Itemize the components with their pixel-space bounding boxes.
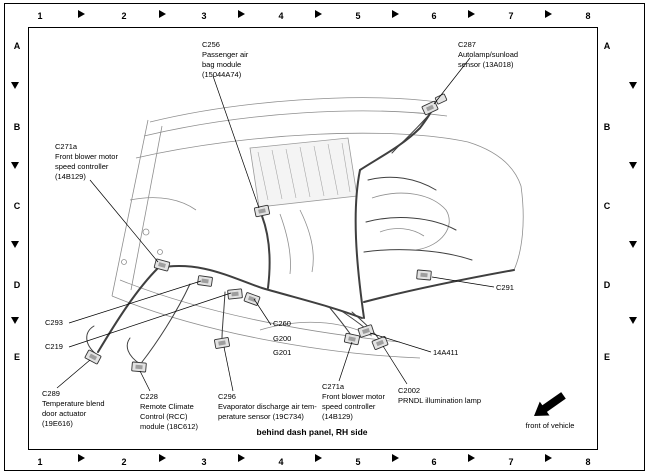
connector-c260: [243, 292, 261, 306]
zone-col-8-bottom: 8: [585, 457, 591, 467]
zone-col-4-top: 4: [278, 11, 284, 21]
page-outer-border: [4, 3, 645, 471]
connector-c271a-left: [153, 258, 171, 272]
zone-marker: [545, 454, 552, 462]
zone-row-a-right: A: [603, 41, 611, 51]
zone-col-7-top: 7: [508, 11, 514, 21]
zone-marker: [11, 241, 19, 248]
zone-col-2-bottom: 2: [121, 457, 127, 467]
zone-marker: [238, 454, 245, 462]
zone-marker: [11, 82, 19, 89]
callout-c228: C228 Remote Climate Control (RCC) module…: [140, 392, 198, 431]
zone-row-e-left: E: [13, 352, 21, 362]
diagram-caption: behind dash panel, RH side: [256, 427, 368, 437]
zone-marker: [11, 162, 19, 169]
zone-row-b-left: B: [13, 122, 21, 132]
connector-c219: [227, 288, 243, 300]
zone-marker: [315, 10, 322, 18]
zone-col-5-top: 5: [355, 11, 361, 21]
zone-col-3-top: 3: [201, 11, 207, 21]
zone-col-5-bottom: 5: [355, 457, 361, 467]
connector-c296: [214, 337, 230, 349]
zone-col-2-top: 2: [121, 11, 127, 21]
zone-marker: [468, 10, 475, 18]
connector-c228: [131, 361, 147, 373]
callout-c256: C256 Passenger air bag module (15044A74): [202, 40, 249, 79]
front-of-vehicle-label: front of vehicle: [525, 421, 575, 430]
zone-col-6-bottom: 6: [431, 457, 437, 467]
zone-row-d-right: D: [603, 280, 611, 290]
callout-c291: C291: [496, 283, 514, 292]
zone-marker: [392, 10, 399, 18]
zone-marker: [629, 241, 637, 248]
callout-c293: C293: [45, 318, 63, 327]
zone-marker: [545, 10, 552, 18]
callout-c2002: C2002 PRNDL illumination lamp: [398, 386, 482, 405]
connector-c289: [84, 349, 102, 365]
zone-col-1-top: 1: [37, 11, 43, 21]
zone-marker: [238, 10, 245, 18]
zone-col-1-bottom: 1: [37, 457, 43, 467]
callout-c296: C296 Evaporator discharge air tem- perat…: [218, 392, 317, 421]
callout-c289: C289 Temperature blend door actuator (19…: [42, 389, 105, 428]
connector-c293: [197, 275, 213, 287]
zone-row-c-left: C: [13, 201, 21, 211]
callout-14a411: 14A411: [433, 348, 459, 357]
zone-marker: [468, 454, 475, 462]
zone-marker: [315, 454, 322, 462]
zone-row-e-right: E: [603, 352, 611, 362]
zone-col-3-bottom: 3: [201, 457, 207, 467]
connector-c287: [421, 100, 439, 116]
zone-marker: [78, 454, 85, 462]
zone-row-b-right: B: [603, 122, 611, 132]
zone-marker: [629, 317, 637, 324]
zone-row-c-right: C: [603, 201, 611, 211]
zone-marker: [11, 317, 19, 324]
zone-marker: [159, 10, 166, 18]
zone-marker: [629, 82, 637, 89]
zone-col-7-bottom: 7: [508, 457, 514, 467]
zone-marker: [78, 10, 85, 18]
zone-col-8-top: 8: [585, 11, 591, 21]
zone-row-a-left: A: [13, 41, 21, 51]
callout-c260-g200-g201: C260 G200 G201: [273, 319, 292, 357]
connector-c271a-bottom: [343, 332, 361, 346]
connector-c256: [253, 204, 271, 218]
connector-14a411: [357, 324, 375, 338]
callout-c271a-left: C271a Front blower motor speed controlle…: [55, 142, 118, 181]
zone-row-d-left: D: [13, 280, 21, 290]
connector-c291: [416, 269, 432, 281]
zone-marker: [392, 454, 399, 462]
zone-marker: [159, 454, 166, 462]
callout-c219: C219: [45, 342, 63, 351]
zone-marker: [629, 162, 637, 169]
connector-c2002: [371, 336, 389, 350]
diagram-frame: [28, 27, 598, 450]
callout-c271a-bottom: C271a Front blower motor speed controlle…: [322, 382, 385, 421]
zone-col-4-bottom: 4: [278, 457, 284, 467]
zone-col-6-top: 6: [431, 11, 437, 21]
front-of-vehicle-arrow: [534, 392, 566, 416]
callout-c287: C287 Autolamp/sunload sensor (13A018): [458, 40, 519, 69]
